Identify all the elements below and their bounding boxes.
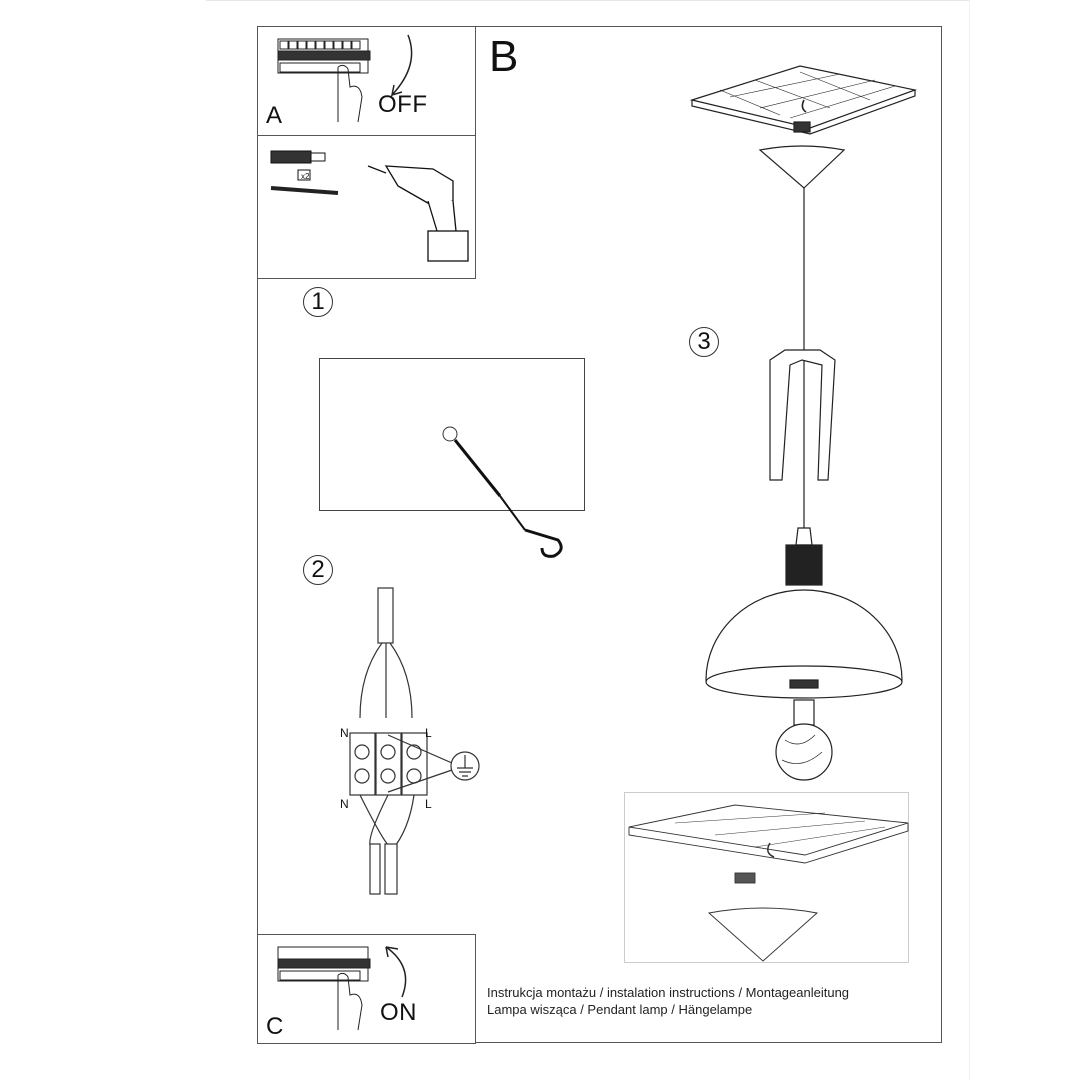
arrow-up-icon [385,946,407,998]
ceiling-drill-diagram [319,358,585,511]
pendant-lamp-exploded-view [689,65,918,781]
hook-icon [442,426,563,558]
ceiling-mount-detail-inset [624,792,909,963]
panel-tools: x2 [257,135,476,279]
wire-label-live: L [425,726,432,740]
instruction-sheet-frame [257,26,942,1043]
wire-label-neutral: N [340,797,349,811]
terminal-block-wiring-diagram [349,587,480,895]
document-caption: Instrukcja montażu / instalation instruc… [487,984,849,1018]
panel-c-power-on: C ON [257,934,476,1044]
breaker-panel-icon [277,34,413,123]
ceiling-hook-detail [628,804,909,962]
drill-icon [367,165,469,262]
breaker-panel-icon [277,946,407,1031]
step-number: 3 [689,327,719,357]
wall-plug-icon [270,150,339,195]
wire-label-neutral: N [340,726,349,740]
quantity-label: x2 [301,172,310,181]
arrow-down-icon [390,34,413,98]
wire-label-live: L [425,797,432,811]
step-number: 1 [303,287,333,317]
power-state-label: OFF [378,91,428,118]
panel-letter: A [266,102,283,129]
page-edge [969,0,970,1080]
power-state-label: ON [380,999,417,1026]
caption-line-title: Instrukcja montażu / instalation instruc… [487,985,850,1000]
panel-letter: B [489,32,519,81]
step-number: 2 [303,555,333,585]
panel-letter: C [266,1013,284,1040]
page-edge [206,0,970,1]
panel-a-power-off: A OFF [257,26,476,137]
caption-line-product: Lampa wisząca / Pendant lamp / Hängelamp… [487,1002,753,1017]
